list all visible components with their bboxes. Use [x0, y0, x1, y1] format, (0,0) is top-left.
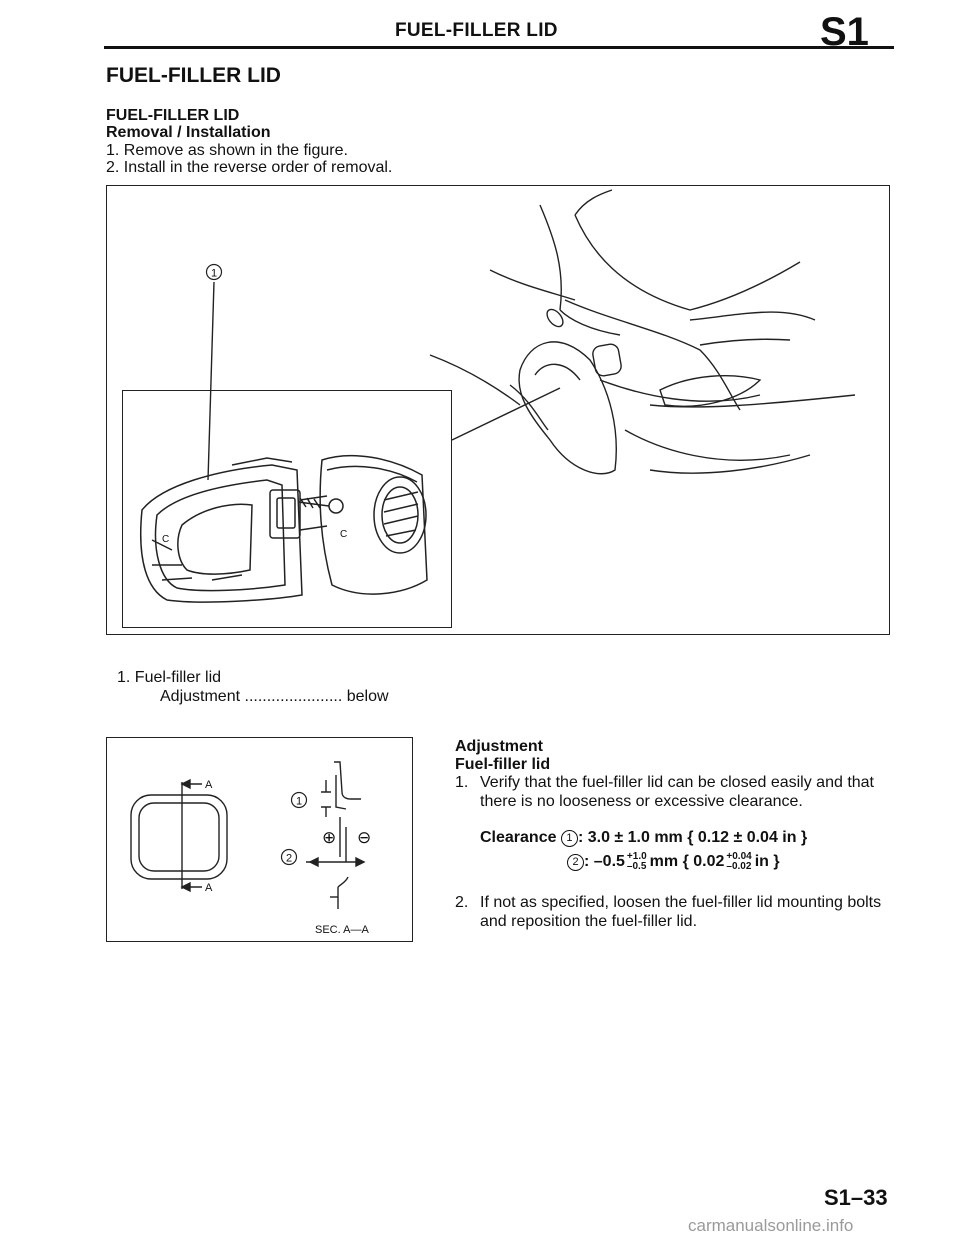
step-1: 1. Remove as shown in the figure. [106, 141, 348, 160]
legend-item-1: 1. Fuel-filler lid [117, 668, 221, 687]
spec-1-marker: 1 [560, 830, 578, 847]
legend-leader: ...................... [244, 688, 343, 705]
adj-callout-2-label: 2 [286, 853, 292, 865]
watermark: carmanualsonline.info [688, 1216, 854, 1235]
inset-figure-frame [122, 390, 452, 628]
adjustment-step-1-number: 1. [455, 774, 469, 791]
tol-plus: +1.0 [626, 851, 647, 862]
spec-2-in-tolerance: +0.04–0.02 [726, 852, 751, 872]
inset-clip-label: C [340, 529, 347, 540]
section-mark-label: A [205, 882, 213, 894]
callout-1-label: 1 [211, 268, 217, 280]
plus-direction-icon: ⊕ [322, 828, 336, 847]
legend-subline: Adjustment ...................... below [160, 687, 389, 706]
subsection-title: FUEL-FILLER LID [106, 107, 240, 124]
tol-plus: +0.04 [726, 851, 752, 862]
clearance-spec-1: Clearance 1: 3.0 ± 1.0 mm { 0.12 ± 0.04 … [480, 828, 807, 847]
main-figure-frame [106, 185, 890, 635]
tol-minus: –0.5 [626, 861, 647, 872]
minus-direction-icon: ⊖ [357, 828, 371, 847]
section-label: SEC. A—A [315, 924, 369, 936]
adjustment-step-2-number: 2. [455, 894, 469, 911]
inset-clip-label: C [162, 534, 169, 545]
procedure-title: Removal / Installation [106, 124, 271, 141]
inset-illustration: C C [139, 454, 428, 603]
header-title: FUEL-FILLER LID [395, 20, 558, 41]
legend-number: 1. [117, 669, 131, 686]
spec-2-marker: 2 [567, 854, 584, 872]
adjustment-step-1-line-2: there is no looseness or excessive clear… [480, 793, 803, 810]
clearance-label: Clearance [480, 829, 557, 846]
spec-2-prefix: : –0.5 [584, 853, 625, 871]
step-number: 2. [106, 159, 120, 176]
adj-callout-2-marker [280, 848, 298, 866]
legend-reference: below [346, 688, 389, 705]
tol-minus: –0.02 [726, 861, 752, 872]
spec-2-suffix: in } [754, 853, 780, 871]
adjustment-illustration: A A 1 2 ⊕ ⊖ SEC. A—A [130, 761, 371, 936]
spec-2-mid: mm { 0.02 [649, 853, 725, 871]
adjustment-step-2-line-2: and reposition the fuel-filler lid. [480, 913, 698, 930]
adjustment-title: Adjustment [455, 738, 543, 755]
adjustment-step-2-line-1: If not as specified, loosen the fuel-fil… [480, 894, 882, 911]
spec-1-value: : 3.0 ± 1.0 mm { 0.12 ± 0.04 in } [577, 829, 808, 846]
step-2: 2. Install in the reverse order of remov… [106, 158, 392, 177]
step-number: 1. [106, 142, 120, 159]
section-title: FUEL-FILLER LID [106, 64, 281, 87]
callout-1-marker [205, 263, 223, 281]
legend-item-name: Fuel-filler lid [134, 669, 222, 686]
section-mark-label: A [205, 779, 213, 791]
adj-callout-1-marker [290, 791, 308, 809]
adj-callout-1-label: 1 [296, 796, 302, 808]
adjustment-subtitle: Fuel-filler lid [455, 756, 551, 773]
page-number: S1–33 [824, 1185, 888, 1210]
header-rule [104, 46, 894, 49]
adjustment-figure-frame [106, 737, 413, 942]
spec-2-mm-tolerance: +1.0–0.5 [627, 852, 647, 872]
step-text: Remove as shown in the figure. [123, 142, 348, 159]
step-text: Install in the reverse order of removal. [123, 159, 393, 176]
section-code: S1 [820, 10, 869, 54]
adjustment-step-1-line-1: Verify that the fuel-filler lid can be c… [480, 774, 874, 791]
legend-sub-label: Adjustment [160, 688, 241, 705]
